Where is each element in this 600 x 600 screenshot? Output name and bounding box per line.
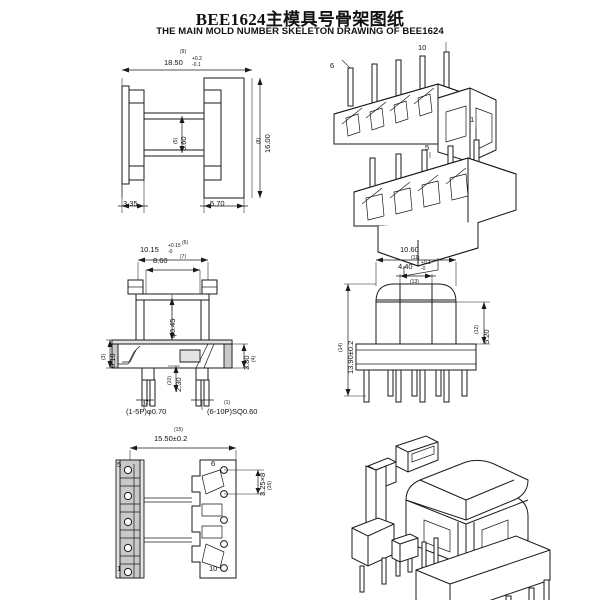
dim-tol-outer-width-up: +0.15 <box>168 243 181 249</box>
dim-pin-pitch: 3.25×8 <box>258 472 267 496</box>
pin-label-10-plan: 10 <box>209 564 218 573</box>
dim-note-outer-width: (6) <box>182 240 189 246</box>
dim-height-overall: 16.00 <box>263 134 272 153</box>
dim-note-left-height: (3) <box>101 353 107 360</box>
pin-label-10-upper: 10 <box>418 43 427 52</box>
page-title-chinese: BEE1624主模具号骨架图纸 <box>195 10 405 29</box>
view-bottom-left: 15.50±0.2 (15) 3.25×8 (16) 5 1 6 10 <box>96 428 311 598</box>
dim-width-overall: 18.50 <box>164 58 183 67</box>
dim-center-leg: 4.40 <box>398 262 413 271</box>
dim-inner-width: 8.60 <box>153 256 168 265</box>
pin-label-6-plan: 6 <box>211 459 216 468</box>
dim-note-center-window: (5) <box>173 137 179 144</box>
dim-core-width: 10.60 <box>400 245 419 254</box>
view-bottom-right <box>338 428 573 600</box>
dim-window-height: 5.20 <box>482 329 491 344</box>
dim-tol-width-overall-up: +0.2 <box>192 56 202 62</box>
view-top-left: (9) 18.50 +0.2 -0.1 16.00 (8) 5.60 (5) 3… <box>92 48 307 233</box>
dim-tol-outer-width-dn: -0 <box>168 249 173 255</box>
dim-note-center-leg: (13) <box>410 279 419 285</box>
dim-pin-spec-right: (6-10P)SQ0.60 <box>207 407 258 416</box>
pin-label-5-plan: 5 <box>117 460 122 469</box>
dim-left-flange: 3.35 <box>123 199 138 208</box>
pin-label-1-plan: 1 <box>117 564 122 573</box>
dim-note-pin-offset: (10) <box>167 376 173 385</box>
dim-center-window: 5.60 <box>179 136 188 151</box>
dim-note-right-height: (4) <box>251 355 257 362</box>
dim-note-width-overall: (9) <box>180 49 187 55</box>
pin-label-5-upper: 5 <box>425 143 430 152</box>
view-top-right: 10 6 1 5 <box>320 40 570 277</box>
dim-note-total-height: (14) <box>338 343 344 352</box>
page-subtitle-english: THE MAIN MOLD NUMBER SKELETON DRAWING OF… <box>156 26 444 37</box>
dim-pin-offset: 2.30 <box>174 377 183 392</box>
dim-note-overall-length: (15) <box>174 427 183 433</box>
dim-tol-width-overall-dn: -0.1 <box>192 62 201 68</box>
dim-note-window-height: (12) <box>474 325 480 334</box>
dim-note-pin-pitch: (16) <box>267 481 273 490</box>
dim-tol-center-leg-up: +0.1 <box>421 260 431 266</box>
dim-bore-diameter: φ6.45 <box>168 318 177 338</box>
dim-right-height: 3.80 <box>242 355 251 370</box>
dim-total-height: 13.90±0.2 <box>346 340 355 374</box>
dim-note-core-width: (11) <box>411 255 420 261</box>
pin-label-1-upper: 1 <box>470 115 475 124</box>
dim-note-pin-spec-left: (2) <box>144 400 151 406</box>
dim-note-pin-spec-right: (1) <box>224 400 231 406</box>
dim-note-inner-width: (7) <box>180 254 187 260</box>
dim-overall-length: 15.50±0.2 <box>154 434 188 443</box>
view-middle-right: 10.60 (11) 4.40 +0.1 -0 (13) 13.90±0.2 (… <box>318 240 553 420</box>
dim-pin-spec-left: (1-5P)φ0.70 <box>126 407 167 416</box>
dim-note-height-overall: (8) <box>256 137 262 144</box>
pin-label-6-upper: 6 <box>330 61 335 70</box>
dim-left-height: 6.10 <box>108 353 117 368</box>
dim-right-flange: 5.70 <box>210 199 225 208</box>
dim-outer-width: 10.15 <box>140 245 159 254</box>
view-middle-left: 10.15 +0.15 -0 (6) 8.60 (7) φ6.45 6.10 (… <box>96 240 311 420</box>
dim-tol-center-leg-dn: -0 <box>421 266 426 272</box>
